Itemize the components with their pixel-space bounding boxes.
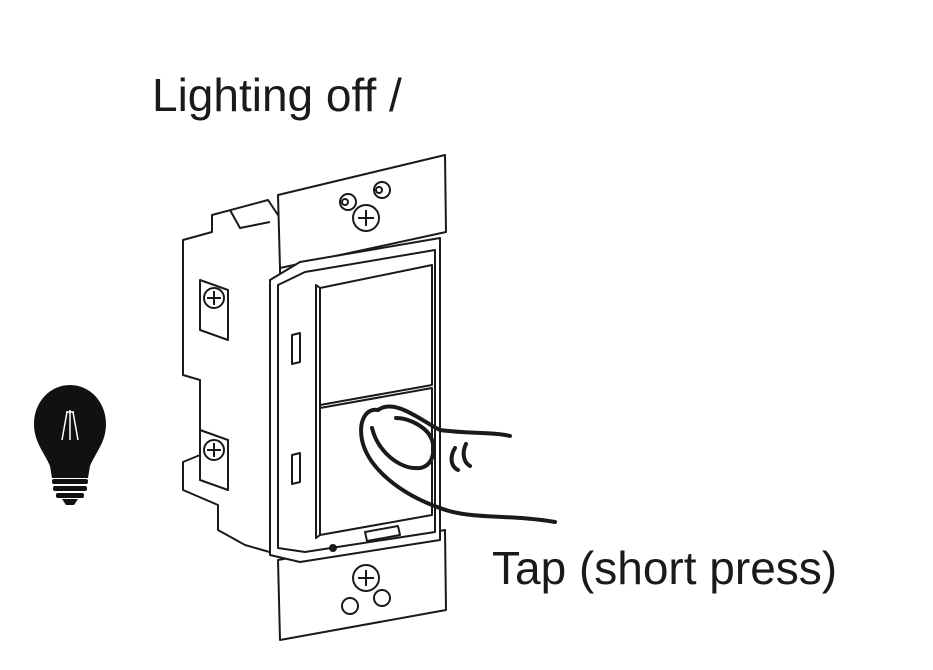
diagram-title: Lighting off / bbox=[152, 69, 402, 121]
wall-switch-icon bbox=[182, 154, 447, 641]
finger-press-icon bbox=[359, 404, 557, 524]
light-bulb-off-icon bbox=[34, 385, 106, 505]
diagram-caption: Tap (short press) bbox=[492, 542, 838, 594]
